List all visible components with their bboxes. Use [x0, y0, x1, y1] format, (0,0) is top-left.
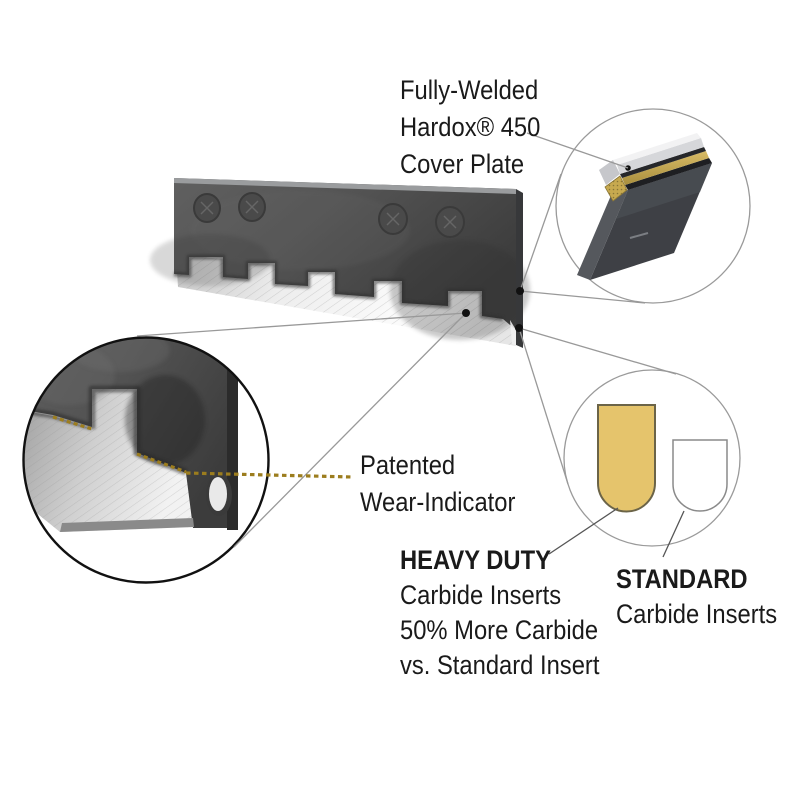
heavy-duty-line3: vs. Standard Insert: [400, 650, 600, 680]
cover-plate-label-line3: Cover Plate: [400, 149, 525, 179]
cover-plate-label-line2: Hardox® 450: [400, 112, 541, 142]
main-blade-photo: [150, 178, 530, 348]
insert-label-lines: [548, 507, 685, 558]
tangent-inserts-a: [518, 327, 677, 375]
standard-title: STANDARD: [616, 564, 748, 594]
leader-dot-cover: [516, 287, 524, 295]
leader-lines: [136, 132, 677, 548]
cover-plate-label: Fully-Welded Hardox® 450 Cover Plate: [400, 72, 540, 183]
exposed-insert-oval: [209, 477, 227, 511]
heavy-duty-insert-shape: [597, 404, 656, 513]
heavy-duty-line1: Carbide Inserts: [400, 580, 562, 610]
leader-dot-zoom: [462, 309, 470, 317]
weld-seam: [173, 254, 504, 322]
tangent-cover-a: [519, 173, 562, 292]
leader-dots: [462, 287, 524, 332]
blade-top-face: [174, 178, 516, 194]
cover-plate-3d-model: [577, 133, 712, 280]
leader-line-standard: [662, 510, 685, 558]
leader-line-cover-text: [526, 132, 629, 169]
standard-insert-shape: [672, 439, 728, 512]
wear-indicator-label-line1: Patented: [360, 450, 456, 480]
leader-dot-inserts: [515, 324, 523, 332]
tangent-cover-b: [519, 290, 646, 304]
leader-line-heavy-duty: [548, 507, 619, 555]
wear-indicator-dashed-line: [185, 471, 353, 479]
cover-plate-label-line1: Fully-Welded: [400, 75, 539, 105]
tangent-inserts-b: [518, 327, 569, 485]
heavy-duty-line2: 50% More Carbide: [400, 615, 599, 645]
heavy-duty-label: HEAVY DUTY Carbide Inserts 50% More Carb…: [400, 543, 599, 683]
wear-indicator-label: Patented Wear-Indicator: [360, 447, 515, 521]
heavy-duty-title: HEAVY DUTY: [400, 545, 551, 575]
standard-line1: Carbide Inserts: [616, 599, 778, 629]
wear-indicator-label-line2: Wear-Indicator: [360, 487, 516, 517]
standard-label: STANDARD Carbide Inserts: [616, 562, 777, 632]
wear-indicator-dots-inner: [52, 415, 187, 474]
detail-circle-inserts: [563, 369, 741, 547]
tooth-zoom-photo: [23, 337, 238, 532]
detail-circle-tooth-zoom: [22, 336, 270, 584]
detail-circle-cover-plate: [555, 108, 751, 304]
tangent-zoom-a: [136, 312, 467, 337]
tangent-zoom-b: [233, 312, 467, 548]
blade-right-face: [516, 189, 523, 348]
